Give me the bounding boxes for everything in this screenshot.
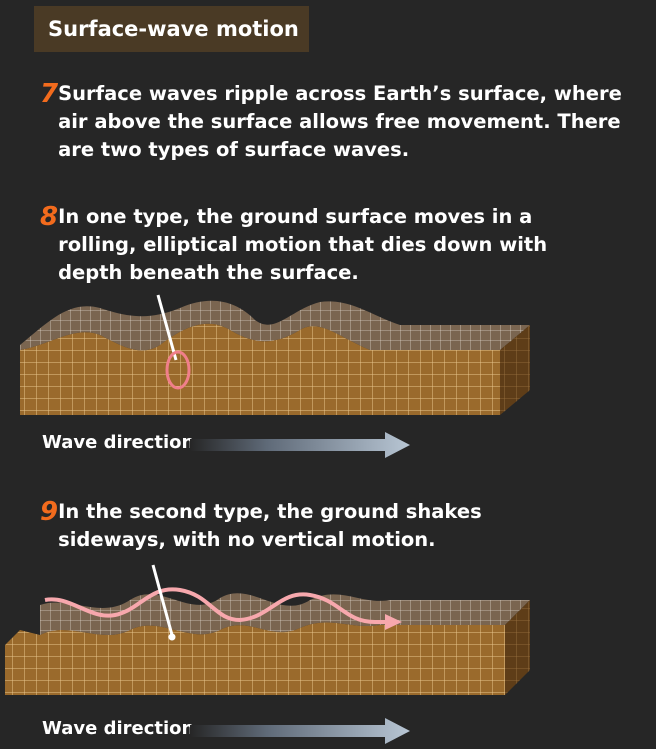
- sideways-motion-path: [44, 587, 395, 624]
- step-number: 8: [40, 202, 59, 232]
- wave-direction-label: Wave direction: [42, 718, 195, 739]
- wave-direction-arrow-icon: [190, 432, 410, 458]
- wave-surface-top: [20, 300, 530, 351]
- wave-direction-arrow-icon: [190, 718, 410, 744]
- title-box: Surface-wave motion: [34, 6, 309, 52]
- step-number: 7: [40, 79, 59, 109]
- love-side-face: [505, 600, 530, 695]
- rayleigh-wave-diagram: [20, 294, 530, 415]
- elliptical-motion-icon: [165, 350, 191, 390]
- step-text: In the second type, the ground shakes si…: [58, 500, 482, 551]
- step-text: Surface waves ripple across Earth’s surf…: [58, 82, 622, 161]
- step-9: 9 In the second type, the ground shakes …: [40, 498, 540, 554]
- wave-side-face: [500, 325, 530, 415]
- love-wave-diagram: [5, 564, 530, 695]
- wave-front-face: [20, 323, 500, 415]
- page-title: Surface-wave motion: [48, 17, 299, 41]
- wave-direction-label: Wave direction: [42, 432, 195, 453]
- pointer-line: [151, 564, 174, 636]
- step-number: 9: [40, 497, 59, 527]
- love-front-face: [20, 622, 505, 695]
- step-8: 8 In one type, the ground surface moves …: [40, 203, 600, 287]
- step-text: In one type, the ground surface moves in…: [58, 205, 548, 284]
- pointer-line: [156, 294, 178, 361]
- step-7: 7 Surface waves ripple across Earth’s su…: [40, 80, 640, 164]
